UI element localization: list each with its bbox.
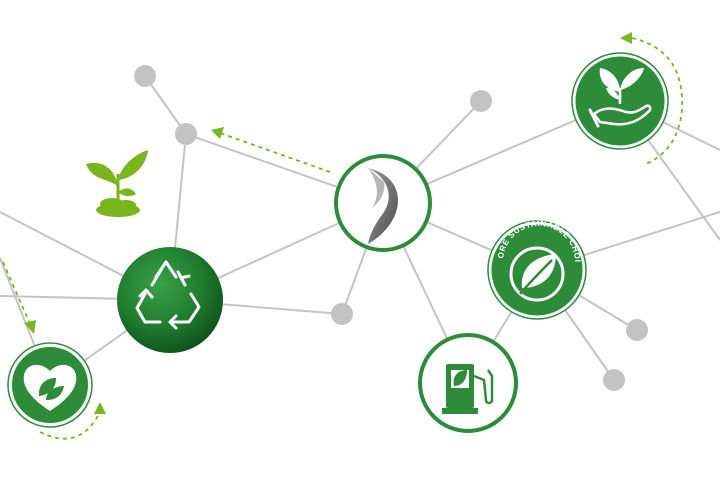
arrow-head: [24, 320, 36, 334]
dashed-arrow: [2, 261, 31, 325]
arrow-head: [620, 32, 632, 44]
fuel-pump-node: [418, 333, 518, 433]
brand-logo-node: [334, 154, 432, 252]
heart-leaf-icon: [23, 364, 77, 411]
recycle-icon: [135, 260, 201, 330]
dashed-arrow: [631, 37, 683, 165]
recycle-node: [117, 247, 223, 353]
sustainable-choice-badge: A MORE SUSTAINABLE CHOICE: [0, 0, 587, 320]
sprout-icon: [86, 150, 148, 217]
brand-logo-icon: [368, 168, 398, 244]
grey-node: [331, 303, 353, 325]
arrow-head: [211, 127, 224, 139]
heart-node: [7, 342, 93, 428]
dashed-arrow: [39, 411, 101, 440]
grey-node: [134, 65, 156, 87]
hand-plant-icon: [588, 68, 652, 128]
grey-node: [470, 90, 492, 112]
dashed-arrows: [2, 32, 683, 440]
leaf-badge-icon: [519, 254, 556, 295]
grey-node: [175, 123, 197, 145]
grey-node: [603, 369, 625, 391]
badge-ring-text: A MORE SUSTAINABLE CHOICE: [0, 0, 581, 263]
svg-text:A MORE SUSTAINABLE CHOICE: A MORE SUSTAINABLE CHOICE: [0, 0, 582, 263]
grey-nodes: [134, 65, 648, 391]
fuel-pump-leaf-icon: [442, 364, 494, 414]
hand-plant-node: [571, 52, 669, 150]
dashed-arrow: [219, 132, 331, 173]
grey-node: [626, 319, 648, 341]
arrow-head: [94, 402, 106, 414]
